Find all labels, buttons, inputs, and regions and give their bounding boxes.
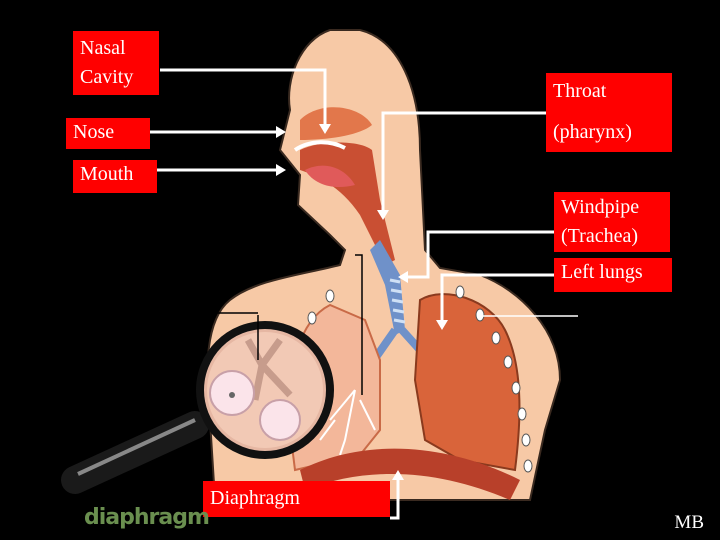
- bronchioles-shape: [319, 389, 376, 456]
- label-nose-text: Nose: [73, 121, 115, 143]
- label-windpipe-line1: Windpipe: [561, 196, 640, 218]
- label-mouth: Mouth: [73, 160, 157, 193]
- label-diaphragm: Diaphragm: [203, 481, 390, 517]
- ribs-shape: [307, 285, 533, 473]
- label-throat-line1: Throat: [553, 80, 607, 102]
- arrowheads: [276, 124, 448, 480]
- label-diaphragm-text: Diaphragm: [210, 487, 300, 509]
- diaphragm-caption: diaphragm: [84, 505, 210, 530]
- diaphragm-shape: [300, 448, 520, 500]
- label-mouth-text: Mouth: [80, 163, 134, 185]
- tongue-shape: [305, 165, 355, 188]
- label-nasal-cavity: Nasal Cavity: [73, 31, 159, 95]
- label-throat-line2: (pharynx): [553, 121, 632, 143]
- nasal-cavity-shape: [300, 107, 372, 140]
- label-nasal-cavity-line2: Cavity: [80, 66, 134, 88]
- label-left-lungs-text: Left lungs: [561, 261, 643, 283]
- label-connectors: [150, 68, 578, 520]
- label-windpipe-line2: (Trachea): [561, 225, 639, 247]
- magnifying-glass-icon: [61, 321, 334, 494]
- label-throat: Throat (pharynx): [546, 73, 672, 152]
- label-nose: Nose: [66, 118, 150, 149]
- label-windpipe: Windpipe (Trachea): [554, 192, 670, 252]
- label-nasal-cavity-line1: Nasal: [80, 37, 126, 59]
- label-left-lungs: Left lungs: [554, 258, 672, 292]
- credit-initials: MB: [674, 512, 704, 533]
